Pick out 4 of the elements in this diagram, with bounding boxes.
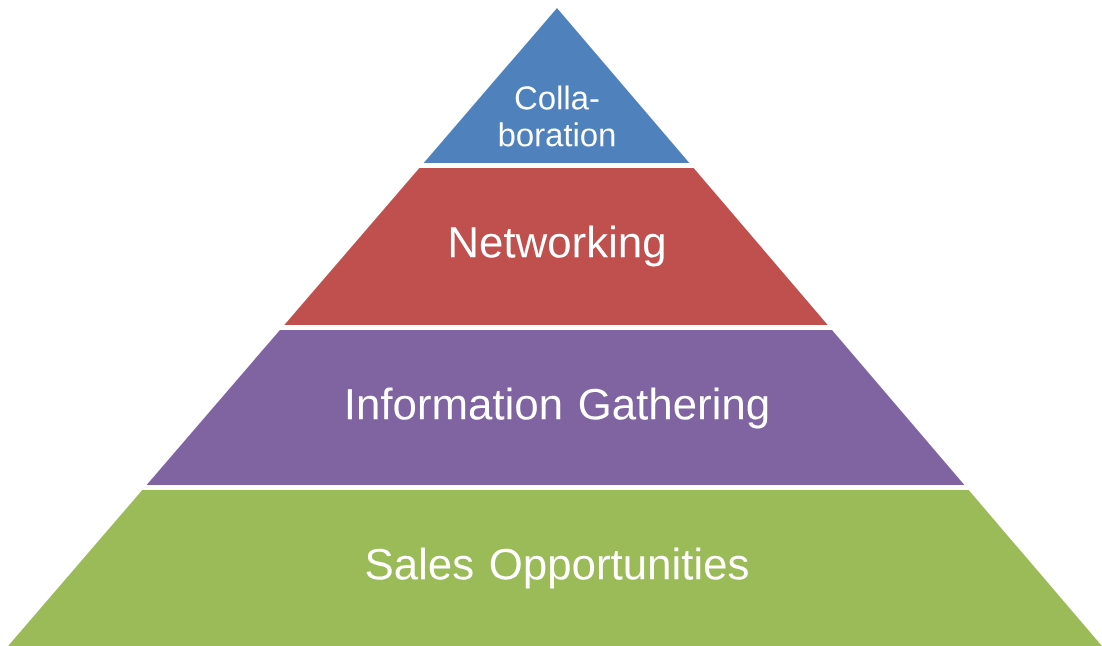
- pyramid-level: Information Gathering: [146, 330, 965, 485]
- pyramid-level: Sales Opportunities: [8, 490, 1102, 646]
- pyramid-level: Networking: [284, 168, 828, 325]
- pyramid-level: Colla- boration: [423, 8, 690, 163]
